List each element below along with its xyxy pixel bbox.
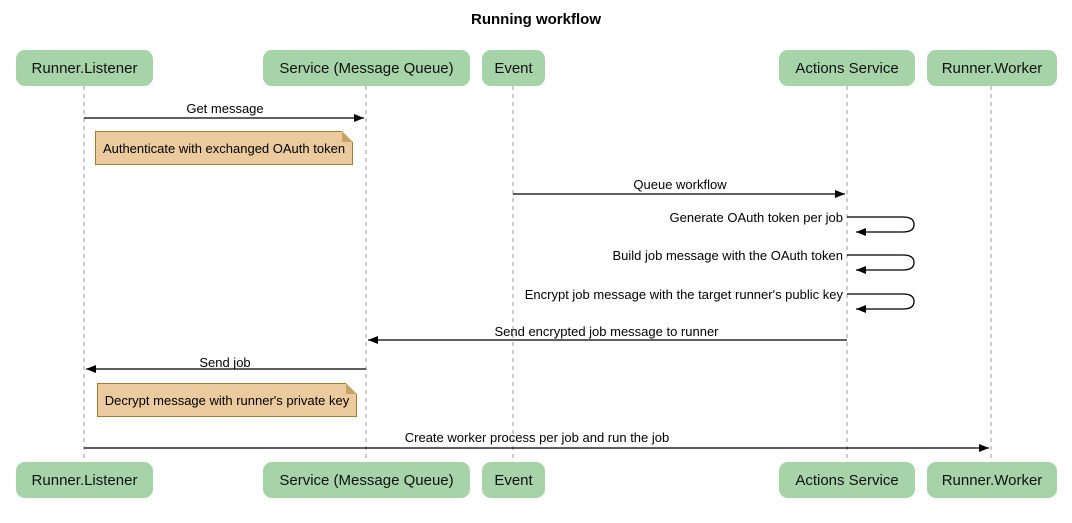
note-decrypt-private-key-text: Decrypt message with runner's private ke… <box>104 392 350 408</box>
participant-event-bottom: Event <box>482 462 545 498</box>
arrow-self-build-job-message <box>847 254 915 274</box>
message-label-get-message: Get message <box>186 101 264 116</box>
participant-actions-service-bottom: Actions Service <box>779 462 915 498</box>
message-label-queue-workflow: Queue workflow <box>633 177 727 192</box>
participant-runner-listener-bottom: Runner.Listener <box>16 462 153 498</box>
message-label-build-job-message: Build job message with the OAuth token <box>612 248 843 263</box>
participant-runner-worker-top: Runner.Worker <box>927 50 1057 86</box>
message-label-send-encrypted-job-message: Send encrypted job message to runner <box>494 324 719 339</box>
message-label-create-worker-process: Create worker process per job and run th… <box>404 430 670 445</box>
note-fold-icon <box>342 131 353 142</box>
participant-actions-service-top: Actions Service <box>779 50 915 86</box>
participant-event-top: Event <box>482 50 545 86</box>
participant-service-message-queue-top: Service (Message Queue) <box>263 50 470 86</box>
participant-runner-worker-bottom: Runner.Worker <box>927 462 1057 498</box>
message-label-encrypt-job-message: Encrypt job message with the target runn… <box>524 287 843 302</box>
message-label-generate-oauth-token: Generate OAuth token per job <box>669 210 843 225</box>
diagram-title: Running workflow <box>471 11 601 28</box>
note-decrypt-private-key: Decrypt message with runner's private ke… <box>97 383 357 417</box>
note-authenticate-oauth-text: Authenticate with exchanged OAuth token <box>102 140 346 156</box>
note-fold-icon <box>346 383 357 394</box>
arrow-self-encrypt-job-message <box>847 293 915 313</box>
message-label-send-job: Send job <box>199 355 251 370</box>
participant-runner-listener-top: Runner.Listener <box>16 50 153 86</box>
arrow-self-generate-oauth-token <box>847 216 915 236</box>
note-authenticate-oauth: Authenticate with exchanged OAuth token <box>95 131 353 165</box>
participant-service-message-queue-bottom: Service (Message Queue) <box>263 462 470 498</box>
